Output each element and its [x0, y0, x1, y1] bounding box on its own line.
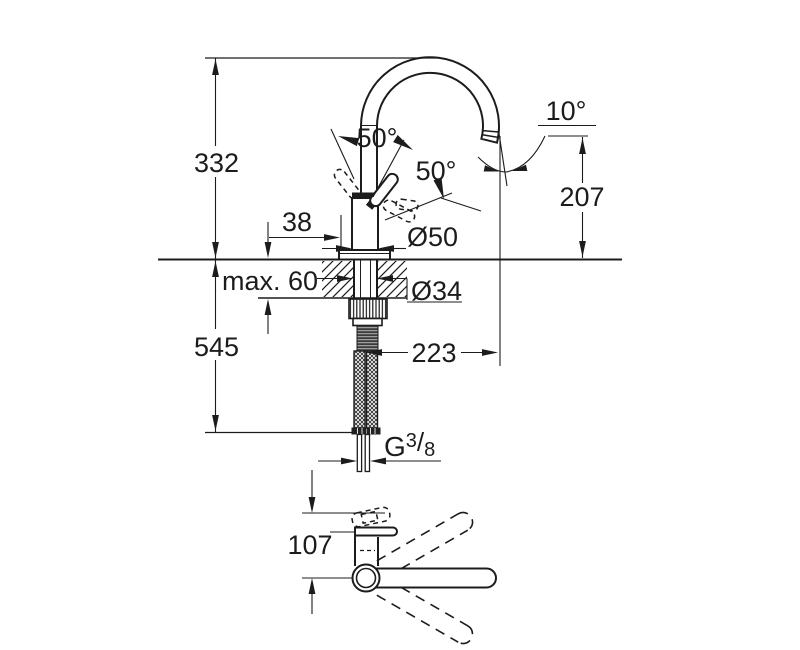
- dim-thread-label: G3/8: [384, 427, 435, 462]
- dim-handle-side-angle-label: 50°: [416, 156, 457, 186]
- hose-fitting-right: [366, 427, 381, 435]
- dim-body-diameter-label: Ø50: [407, 222, 458, 252]
- reference-lines: [158, 57, 622, 434]
- top-view-handle-raised-dashed: [351, 506, 391, 528]
- dim-height-below-label: 545: [194, 332, 239, 362]
- shank-sides: [353, 260, 378, 299]
- dim-thread: G3/8: [318, 427, 441, 465]
- dim-handle-lift-angle: 50°: [330, 123, 413, 198]
- spout-arm-solid: [366, 567, 497, 589]
- dim-height-overall-label: 332: [194, 148, 239, 178]
- spout-arm-down-dashed: [376, 578, 474, 645]
- outlet-tilt-line: [497, 129, 508, 187]
- mounting-nut: [348, 298, 388, 320]
- spout-arm-up-dashed: [376, 511, 474, 578]
- dim-height-overall: 332: [194, 58, 239, 259]
- dim-swivel-offset-label: 107: [287, 530, 332, 560]
- dim-swivel-offset: 107: [287, 470, 385, 614]
- nut-washer: [352, 317, 383, 327]
- handle-position-raised-dashed: [333, 168, 361, 200]
- base-flange: [338, 249, 391, 261]
- threaded-stud: [356, 325, 379, 352]
- dim-outlet-height-label: 207: [559, 182, 604, 212]
- main-view-faucet: [322, 56, 500, 473]
- dim-mounting-thickness-label: max. 60: [222, 266, 318, 296]
- handle-position-mid-dashed: [395, 198, 419, 212]
- handle-position-lowered-dashed: [382, 199, 416, 223]
- dim-shank-diameter: Ø34: [317, 275, 462, 306]
- connection-tail-left: [356, 433, 363, 473]
- spout-arc: [359, 56, 500, 144]
- dim-outlet-angle-label: 10°: [546, 96, 587, 126]
- supply-hose-left: [353, 350, 366, 429]
- dim-handle-side-angle: 50°: [384, 156, 482, 221]
- top-view-swivel: 107: [287, 470, 497, 645]
- pipe-sides: [360, 126, 378, 194]
- fitting-slots: [357, 428, 376, 434]
- dim-mounting-thickness: max. 60: [222, 222, 318, 334]
- dim-spout-reach-label: 223: [411, 338, 456, 368]
- shank-fill: [354, 260, 377, 299]
- supply-hose-right: [365, 350, 379, 429]
- top-view-handle-bar: [354, 526, 398, 537]
- pipe-fill: [362, 126, 376, 196]
- connection-tail-right: [364, 433, 371, 473]
- dim-shank-diameter-label: Ø34: [411, 276, 462, 306]
- dim-height-below: 545: [194, 260, 239, 432]
- dim-outlet-height: 207: [558, 137, 607, 258]
- dim-outlet-angle: 10°: [477, 96, 596, 173]
- aerator-band: [482, 129, 499, 139]
- cartridge-cap: [352, 192, 378, 198]
- dim-body-diameter: Ø50: [322, 222, 458, 252]
- dim-handle-lift-angle-label: 50°: [357, 123, 398, 153]
- swivel-base-inner: [355, 567, 377, 589]
- dim-spout-reach: 223: [366, 338, 498, 368]
- hose-fitting-left: [351, 427, 366, 435]
- shank-inner-lines: [360, 260, 371, 299]
- lever-handle: [369, 172, 399, 208]
- dim-handle-clearance: 38: [269, 207, 342, 251]
- dim-handle-clearance-label: 38: [282, 207, 312, 237]
